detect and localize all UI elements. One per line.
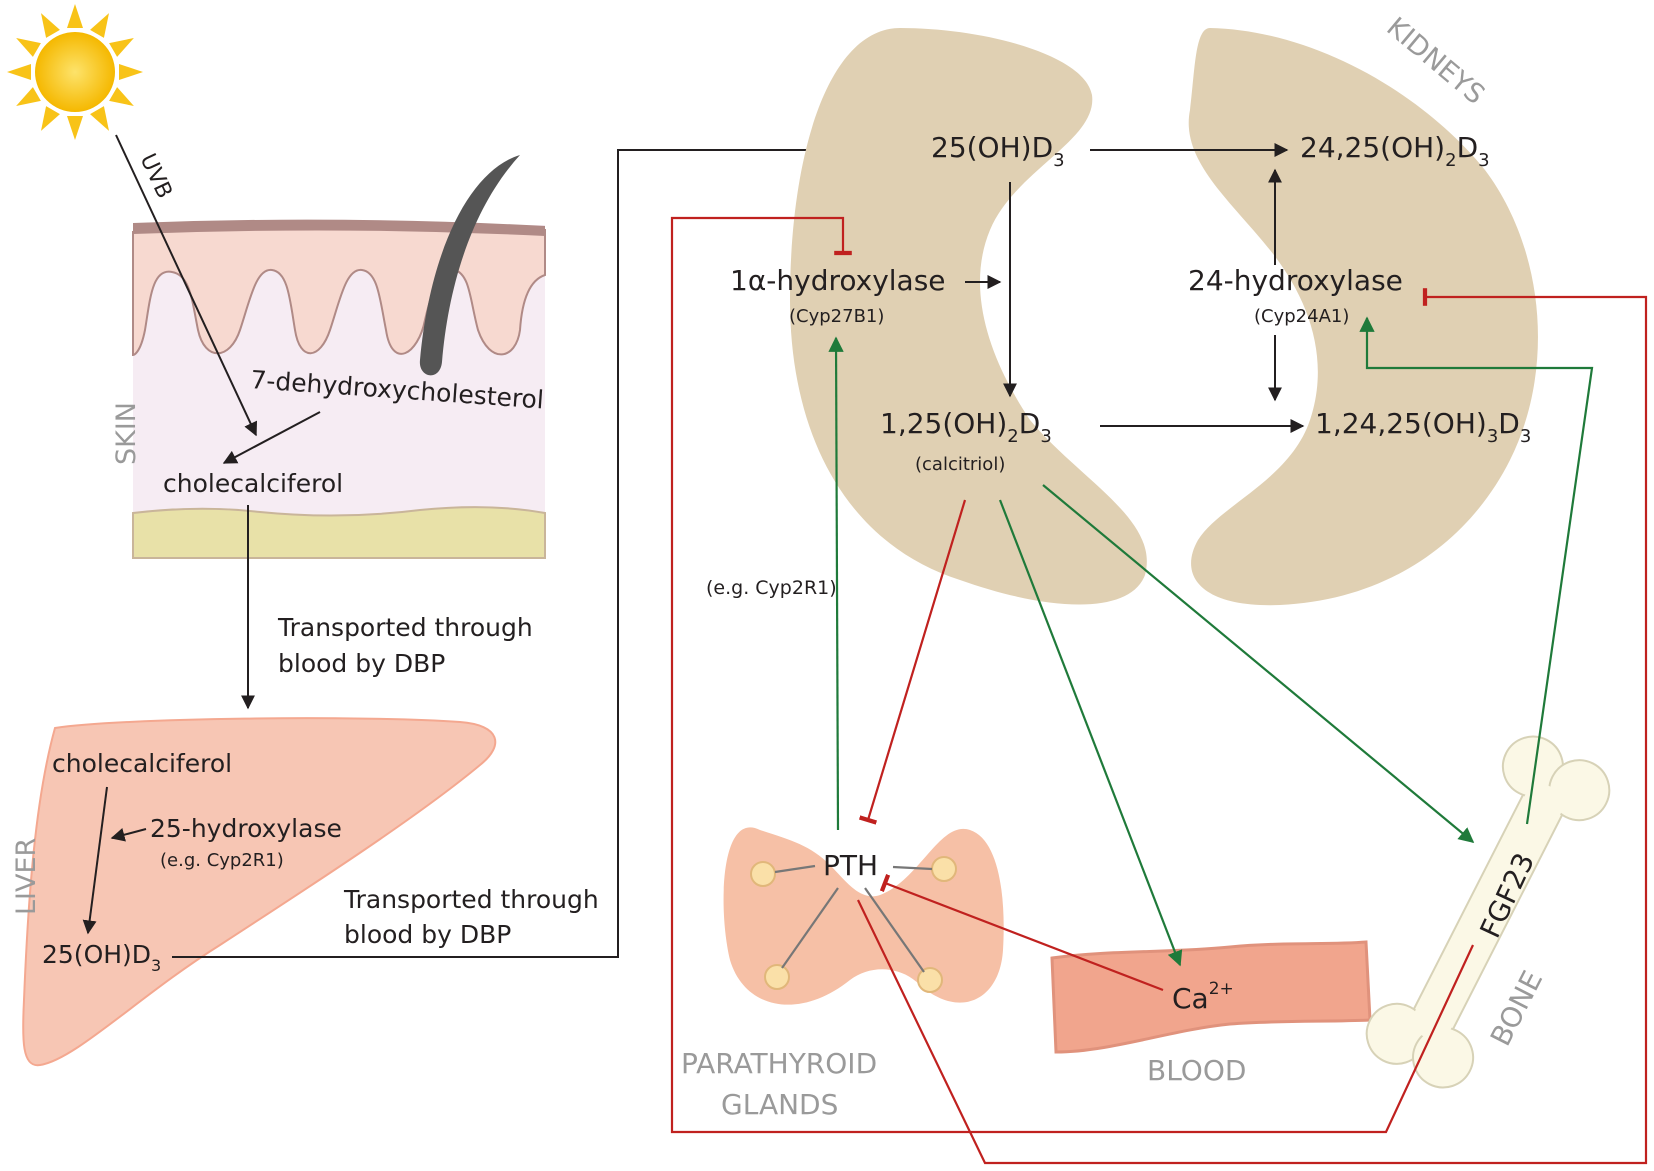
liver-enzyme-arrow: [110, 828, 147, 842]
pth-label: PTH: [823, 849, 878, 882]
parathyroid-gland-dot: [750, 861, 776, 887]
pth-stimulates-1a-hydroxylase: [828, 336, 844, 831]
liver-substrate-label: cholecalciferol: [52, 749, 232, 778]
calcitriol-raises-calcium: [998, 499, 1183, 967]
calcium-inhibits-pth: [879, 874, 1164, 992]
hydroxylase-24-gene: (Cyp24A1): [1254, 306, 1349, 327]
transport-label-line1: Transported through: [277, 613, 533, 642]
calcium-label: Ca2+: [1172, 979, 1234, 1015]
transport2-label-line2: blood by DBP: [344, 920, 511, 949]
parathyroid-gland-dot: [764, 964, 790, 990]
skin-organ-label: SKIN: [111, 402, 142, 465]
fgf23-stimulates-24-hydroxylase: [1359, 316, 1594, 825]
skin-product-label: cholecalciferol: [163, 469, 343, 498]
kidney-calcitriol-name: (calcitriol): [915, 454, 1005, 475]
liver-organ-label: LIVER: [11, 838, 42, 915]
blood-organ-label: BLOOD: [1147, 1054, 1246, 1087]
bone-organ-label: BONE: [1484, 965, 1549, 1051]
transport-label-line2: blood by DBP: [278, 649, 445, 678]
kidney-calcidiol-label: 25(OH)D3: [931, 131, 1065, 171]
pth-inhibits-24-hydroxylase: [857, 288, 1648, 1165]
uvb-arrow: [115, 134, 258, 437]
kidney-inactive1-label: 24,25(OH)2D3: [1300, 131, 1490, 171]
sun-icon: [7, 4, 143, 140]
hair-icon: [419, 155, 520, 376]
hydroxylase-1a-label: 1α-hydroxylase: [730, 264, 946, 297]
hydroxylase-1a-gene: (Cyp27B1): [789, 306, 884, 327]
skin-cross-section: [132, 219, 546, 559]
pth-connectors: [774, 864, 933, 973]
parathyroid-organ-label-line1: PARATHYROID: [681, 1047, 877, 1080]
liver-product-label: 25(OH)D3: [42, 940, 161, 975]
hydroxylase-24-label: 24-hydroxylase: [1188, 264, 1403, 297]
liver-shape: [22, 717, 497, 1067]
liver-enzyme-example: (e.g. Cyp2R1): [160, 850, 284, 871]
liver-conversion-arrow: [82, 786, 108, 935]
calcitriol-stimulates-fgf23: [1042, 484, 1475, 843]
uvb-label: UVB: [135, 150, 177, 202]
liver-enzyme-label: 25-hydroxylase: [150, 814, 342, 843]
liver-to-kidney-arrow: [172, 143, 920, 958]
transport2-label-line1: Transported through: [343, 885, 599, 914]
left-kidney-shape: [790, 28, 1147, 605]
parathyroid-gland-dot: [931, 856, 957, 882]
calcitriol-inhibits-pth: [858, 499, 967, 825]
pth-example-label: (e.g. Cyp2R1): [706, 577, 837, 599]
parathyroid-gland-dot: [917, 967, 943, 993]
right-kidney-shape: [1188, 28, 1538, 606]
parathyroid-organ-label-line2: GLANDS: [721, 1088, 838, 1121]
kidney-calcitriol-label: 1,25(OH)2D3: [880, 407, 1052, 447]
fgf23-inhibits-1a-hydroxylase: [670, 216, 1474, 1134]
kidney-inactive2-label: 1,24,25(OH)3D3: [1315, 407, 1531, 447]
precursor-to-product-arrow: [222, 411, 321, 464]
